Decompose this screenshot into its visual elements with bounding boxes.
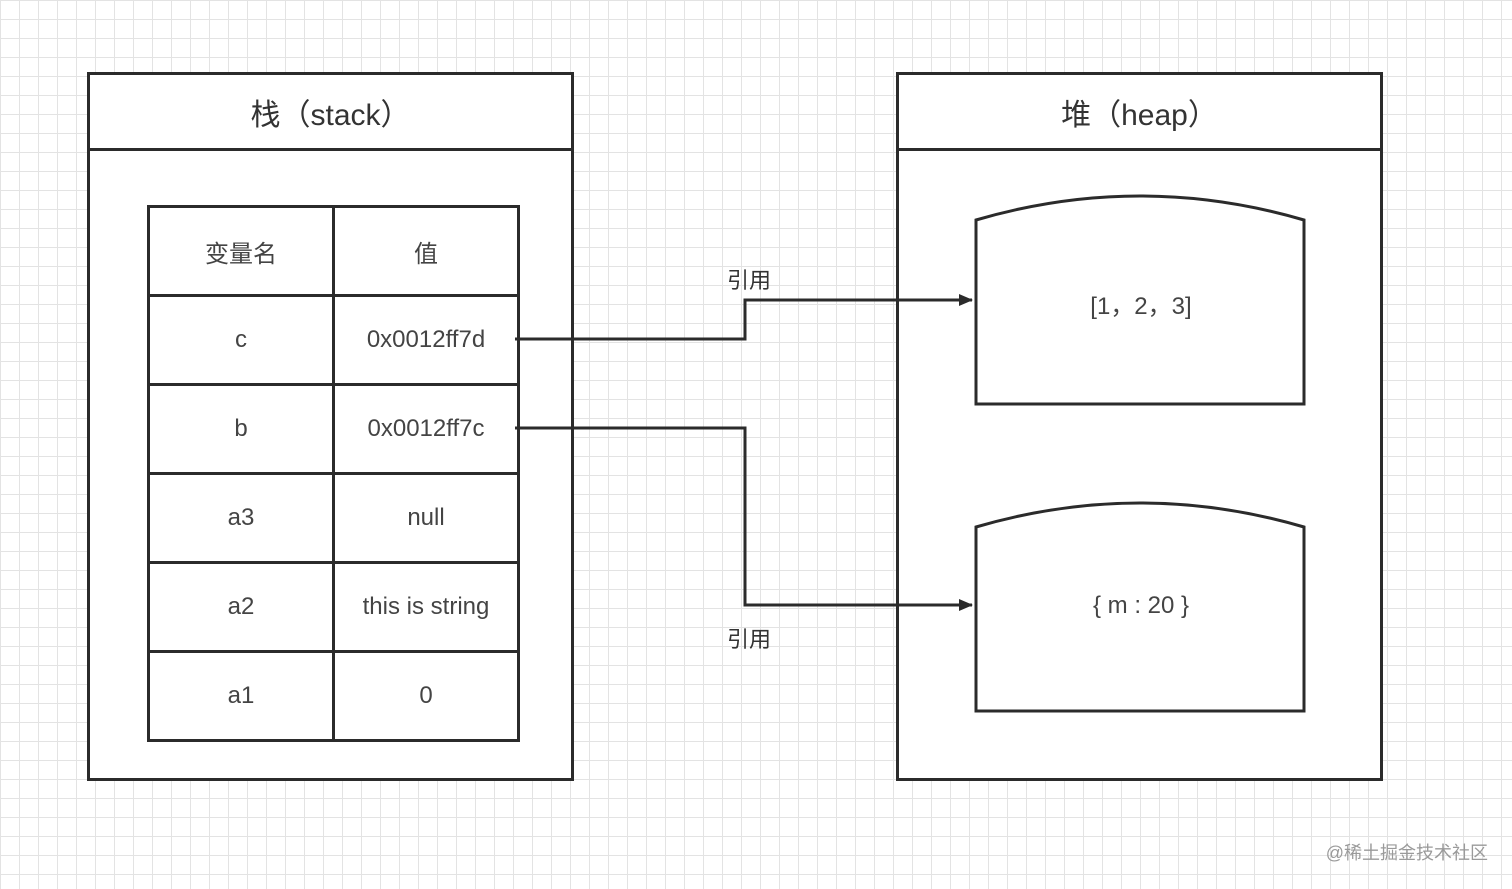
variable-value-cell: 0x0012ff7c	[332, 383, 520, 475]
reference-label: 引用	[727, 627, 772, 652]
variable-name-cell: a2	[147, 561, 335, 653]
table-row: a1 0	[147, 650, 520, 742]
variable-table: 变量名 值 c 0x0012ff7d b 0x0012ff7c a3 null …	[147, 205, 520, 742]
variable-value-cell: this is string	[332, 561, 520, 653]
header-variable-name: 变量名	[147, 205, 335, 297]
reference-arrow-b	[515, 426, 973, 611]
variable-name-cell: a3	[147, 472, 335, 564]
reference-arrow-c	[515, 294, 973, 341]
table-row: b 0x0012ff7c	[147, 383, 520, 475]
table-row: a2 this is string	[147, 561, 520, 653]
heap-object-array-shape	[974, 194, 1306, 406]
stack-panel: 栈（stack） 变量名 值 c 0x0012ff7d b 0x0012ff7c…	[87, 72, 574, 781]
heap-object-map-label: { m : 20 }	[1092, 592, 1190, 619]
variable-name-cell: b	[147, 383, 335, 475]
reference-label: 引用	[727, 268, 772, 293]
variable-name-cell: c	[147, 294, 335, 386]
variable-value-cell: 0	[332, 650, 520, 742]
header-value: 值	[332, 205, 520, 297]
variable-value-cell: null	[332, 472, 520, 564]
heap-object-array-label: [1，2，3]	[1090, 293, 1192, 320]
variable-name-cell: a1	[147, 650, 335, 742]
stack-title: 栈（stack）	[90, 75, 571, 151]
table-row: a3 null	[147, 472, 520, 564]
heap-object-map-shape	[974, 501, 1306, 713]
watermark: @稀土掘金技术社区	[1325, 843, 1488, 863]
table-header-row: 变量名 值	[147, 205, 520, 297]
heap-title: 堆（heap）	[899, 75, 1380, 151]
